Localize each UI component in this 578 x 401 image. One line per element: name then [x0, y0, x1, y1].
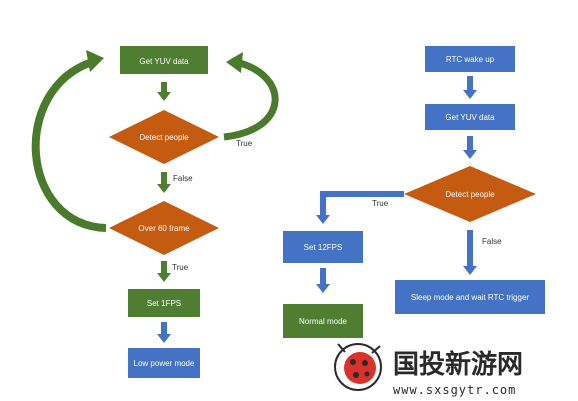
left-set1fps-label: Set 1FPS — [147, 299, 181, 308]
right-arrow-2 — [463, 136, 477, 159]
right-normal-label: Normal mode — [299, 317, 348, 326]
left-get-yuv-label: Get YUV data — [139, 57, 189, 66]
left-over60-node: Over 60 frame — [109, 201, 219, 255]
right-true-label: True — [372, 199, 389, 208]
left-true-label-2: True — [172, 263, 189, 272]
watermark-url: www.sxsgytr.com — [393, 383, 516, 397]
right-detect-label: Detect people — [445, 190, 495, 199]
right-set12fps-node: Set 12FPS — [283, 231, 363, 263]
right-get-yuv-label: Get YUV data — [445, 113, 495, 122]
left-arrow-4 — [157, 322, 171, 343]
right-set12fps-label: Set 12FPS — [304, 243, 343, 252]
left-lowpower-node: Low power mode — [128, 348, 200, 378]
left-detect-node: Detect people — [109, 110, 219, 164]
left-lowpower-label: Low power mode — [134, 359, 195, 368]
right-arrow-3 — [316, 268, 330, 293]
right-false-label: False — [482, 237, 502, 246]
right-sleep-node: Sleep mode and wait RTC trigger — [395, 280, 545, 314]
right-rtc-node: RTC wake up — [425, 46, 515, 72]
right-sleep-label: Sleep mode and wait RTC trigger — [411, 293, 529, 302]
right-arrow-1 — [463, 76, 477, 99]
left-loop-arc-false — [31, 50, 107, 232]
left-false-label: False — [173, 174, 193, 183]
left-arrow-2 — [157, 172, 171, 193]
right-rtc-label: RTC wake up — [446, 55, 495, 64]
right-get-yuv-node: Get YUV data — [425, 104, 515, 130]
right-true-arrow — [316, 191, 404, 224]
left-detect-label: Detect people — [139, 133, 189, 142]
left-set1fps-node: Set 1FPS — [128, 289, 200, 317]
left-loop-arc-true — [223, 52, 279, 141]
left-arrow-3 — [157, 261, 171, 282]
right-normal-node: Normal mode — [283, 304, 363, 338]
watermark-cn-text: 国投新游网 — [393, 349, 523, 380]
right-detect-node: Detect people — [404, 166, 536, 222]
left-get-yuv-node: Get YUV data — [120, 46, 208, 74]
left-arrow-1 — [157, 82, 171, 101]
right-false-arrow — [463, 230, 477, 275]
left-over60-label: Over 60 frame — [138, 224, 190, 233]
left-true-label: True — [236, 139, 253, 148]
ladybug-logo-icon — [334, 343, 382, 391]
watermark: 国投新游网 www.sxsgytr.com — [334, 343, 523, 397]
